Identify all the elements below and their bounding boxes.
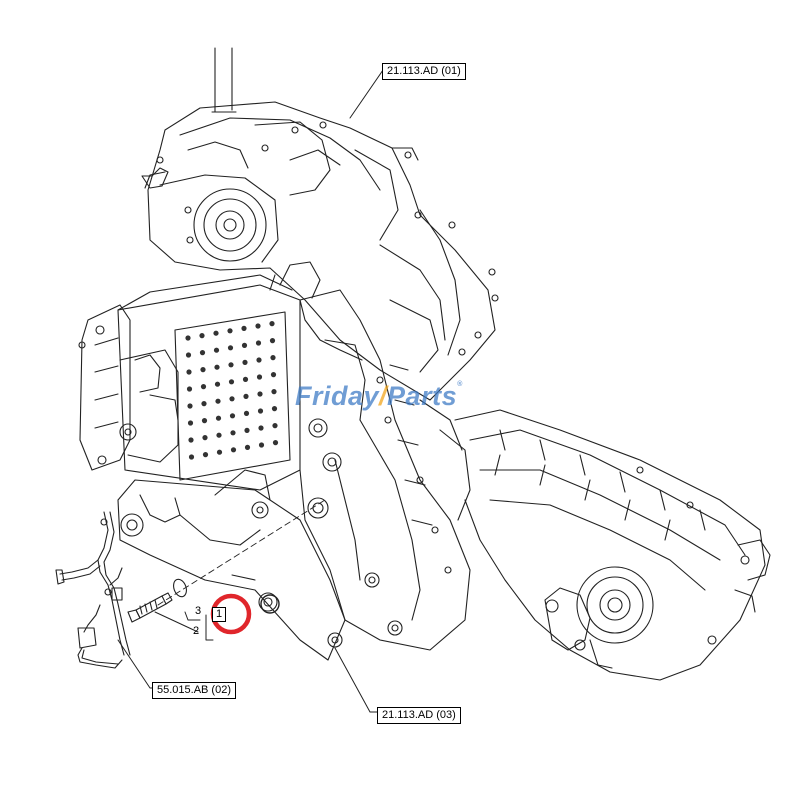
- plate-rivet: [200, 384, 207, 390]
- plate-rivet: [201, 401, 207, 407]
- plate-rivet: [256, 374, 263, 380]
- rear-axle-extension: [454, 409, 771, 681]
- plate-rivet: [255, 323, 261, 329]
- plate-rivet: [201, 418, 208, 424]
- plate-rivet: [242, 376, 249, 382]
- wiring-harness: [55, 511, 131, 669]
- plate-rivet: [230, 430, 236, 436]
- plate-rivet: [213, 347, 220, 353]
- item-number-1-box[interactable]: 1: [212, 607, 227, 622]
- watermark-text-b: Parts: [387, 381, 458, 411]
- plate-rivet: [257, 391, 263, 397]
- plate-rivet: [271, 406, 278, 412]
- watermark-slash-icon: /: [379, 381, 388, 411]
- plate-rivet: [186, 369, 192, 375]
- brand-watermark: Friday/Parts®: [295, 381, 463, 412]
- plate-rivet: [214, 381, 221, 387]
- registered-mark: ®: [457, 381, 463, 388]
- item-number-2: 2: [193, 625, 200, 637]
- plate-rivet: [255, 340, 262, 346]
- plate-rivet: [270, 372, 277, 378]
- plate-rivet: [227, 328, 233, 334]
- plate-rivet: [270, 355, 276, 361]
- plate-rivet: [244, 444, 251, 450]
- callout-ref-top[interactable]: 21.113.AD (01): [382, 63, 466, 80]
- plate-rivet: [216, 432, 222, 438]
- plate-rivet: [228, 379, 235, 385]
- plate-rivet: [243, 410, 250, 416]
- assembly-leader-dashed: [157, 499, 326, 606]
- plate-rivet: [256, 357, 262, 363]
- plate-rivet: [269, 321, 275, 327]
- plate-rivet: [272, 440, 279, 446]
- plate-rivet-pattern: [185, 321, 279, 460]
- plate-rivet: [187, 420, 194, 426]
- plate-rivet: [229, 413, 236, 419]
- plate-rivet: [241, 342, 248, 348]
- plate-rivet: [269, 338, 276, 344]
- plate-rivet: [200, 367, 206, 373]
- plate-rivet: [215, 415, 222, 421]
- plate-rivet: [213, 330, 219, 336]
- callout-ref-bottom-left[interactable]: 55.015.AB (02): [152, 682, 236, 699]
- plate-rivet: [202, 452, 209, 458]
- top-shaft: [211, 47, 237, 113]
- plate-rivet: [202, 435, 208, 441]
- plate-rivet: [185, 352, 192, 358]
- plate-rivet: [272, 423, 278, 429]
- plate-rivet: [257, 408, 264, 414]
- callout-ref-bottom-right[interactable]: 21.113.AD (03): [377, 707, 461, 724]
- plate-rivet: [186, 386, 193, 392]
- plate-rivet: [228, 362, 234, 368]
- lower-bracket: [117, 469, 346, 661]
- item-number-3: 3: [195, 605, 202, 617]
- bearing-part: [260, 594, 280, 614]
- upper-gear-housing: [141, 101, 499, 401]
- plate-rivet: [187, 403, 193, 409]
- plate-rivet: [216, 449, 223, 455]
- plate-rivet: [188, 454, 195, 460]
- plate-rivet: [241, 325, 247, 331]
- plate-rivet: [242, 359, 248, 365]
- plate-rivet: [188, 437, 194, 443]
- plate-rivet: [227, 345, 234, 351]
- plate-rivet: [230, 447, 237, 453]
- leader-lines: [117, 69, 384, 713]
- plate-rivet: [215, 398, 221, 404]
- plate-rivet: [185, 335, 191, 341]
- plate-rivet: [271, 389, 277, 395]
- main-transmission-housing: [269, 261, 471, 651]
- plate-rivet: [258, 425, 264, 431]
- plate-rivet: [199, 350, 206, 356]
- watermark-text-a: Friday: [295, 381, 380, 411]
- plate-rivet: [229, 396, 235, 402]
- plate-rivet: [258, 442, 265, 448]
- speed-sensor-part: [127, 592, 173, 623]
- plate-rivet: [214, 364, 220, 370]
- o-ring-part: [173, 578, 187, 598]
- plate-rivet: [199, 333, 205, 339]
- plate-rivet: [244, 427, 250, 433]
- plate-rivet: [243, 393, 249, 399]
